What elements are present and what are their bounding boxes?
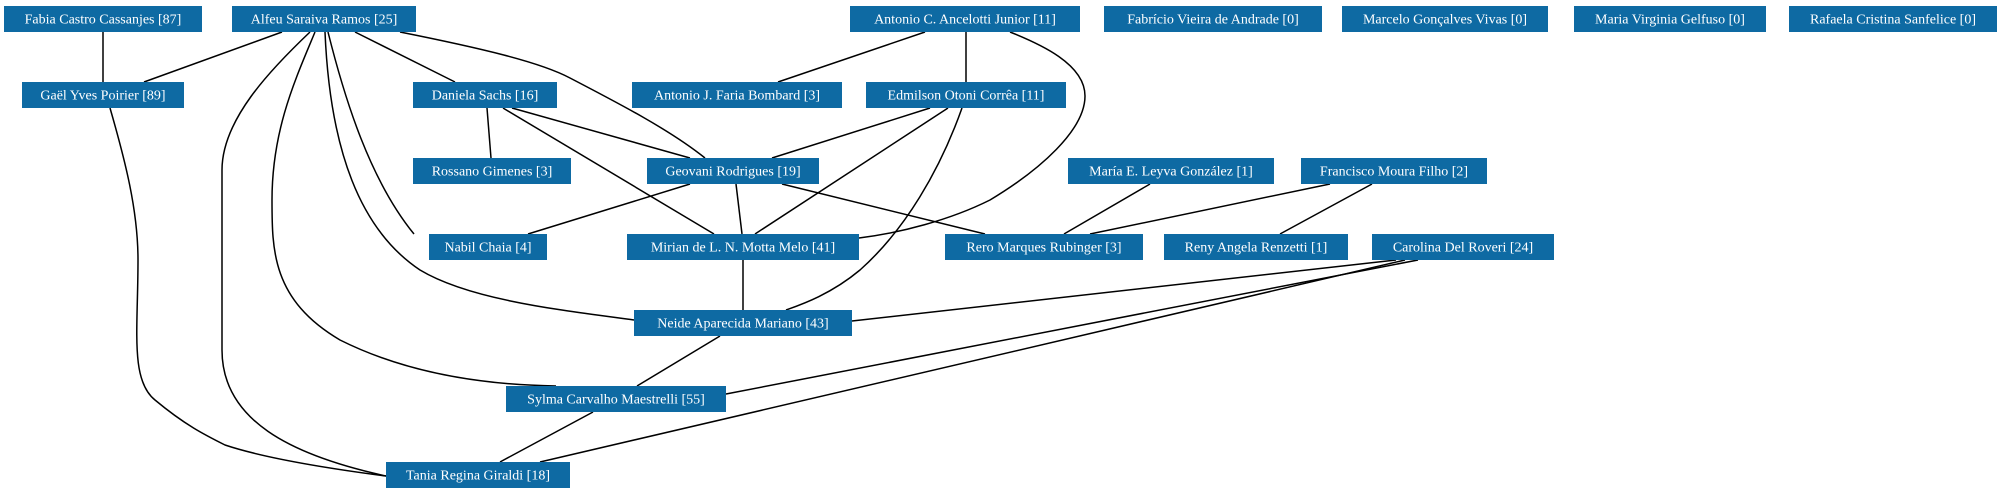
node-marcelo[interactable]: Marcelo Gonçalves Vivas [0]: [1342, 6, 1548, 32]
node-sylma[interactable]: Sylma Carvalho Maestrelli [55]: [506, 386, 726, 412]
node-ancelotti[interactable]: Antonio C. Ancelotti Junior [11]: [850, 6, 1080, 32]
node-label: Neide Aparecida Mariano [43]: [657, 317, 828, 332]
node-label: Francisco Moura Filho [2]: [1320, 165, 1468, 180]
node-carolina[interactable]: Carolina Del Roveri [24]: [1372, 234, 1554, 260]
node-mariae[interactable]: María E. Leyva González [1]: [1068, 158, 1274, 184]
edge-daniela-geovani: [511, 107, 691, 159]
node-box: [386, 462, 570, 488]
node-mirian[interactable]: Mirian de L. N. Motta Melo [41]: [627, 234, 859, 260]
node-box: [945, 234, 1143, 260]
node-box: [413, 158, 571, 184]
node-box: [1301, 158, 1487, 184]
node-tania[interactable]: Tania Regina Giraldi [18]: [386, 462, 570, 488]
node-box: [232, 6, 416, 32]
node-label: Daniela Sachs [16]: [432, 89, 539, 104]
node-box: [647, 158, 819, 184]
node-box: [1789, 6, 1997, 32]
edge-sylma-tania: [499, 411, 594, 463]
edge-edmilson-geovani: [771, 107, 931, 159]
node-edmilson[interactable]: Edmilson Otoni Corrêa [11]: [866, 82, 1066, 108]
node-box: [627, 234, 859, 260]
node-label: Mirian de L. N. Motta Melo [41]: [651, 241, 835, 256]
node-rero[interactable]: Rero Marques Rubinger [3]: [945, 234, 1143, 260]
edge-edmilson-neide: [785, 107, 963, 311]
edges-layer: [102, 31, 1419, 477]
node-geovani[interactable]: Geovani Rodrigues [19]: [647, 158, 819, 184]
node-box: [1068, 158, 1274, 184]
edge-neide-sylma: [636, 335, 721, 387]
node-box: [1342, 6, 1548, 32]
edge-alfeu-neide: [324, 31, 635, 321]
node-label: Edmilson Otoni Corrêa [11]: [888, 89, 1045, 104]
node-box: [506, 386, 726, 412]
node-box: [632, 82, 842, 108]
edge-ancelotti-mirian: [858, 31, 1086, 239]
node-box: [4, 6, 202, 32]
node-box: [413, 82, 557, 108]
node-label: María E. Leyva González [1]: [1089, 165, 1253, 180]
node-gael[interactable]: Gaël Yves Poirier [89]: [22, 82, 184, 108]
node-francisco[interactable]: Francisco Moura Filho [2]: [1301, 158, 1487, 184]
node-alfeu[interactable]: Alfeu Saraiva Ramos [25]: [232, 6, 416, 32]
node-box: [866, 82, 1066, 108]
edge-ancelotti-bombard: [777, 31, 926, 83]
node-label: Rero Marques Rubinger [3]: [966, 241, 1121, 256]
node-label: Marcelo Gonçalves Vivas [0]: [1363, 13, 1527, 28]
node-box: [634, 310, 852, 336]
edge-carolina-tania: [539, 259, 1406, 463]
node-box: [1104, 6, 1322, 32]
node-label: Antonio J. Faria Bombard [3]: [654, 89, 820, 104]
node-box: [1372, 234, 1554, 260]
edge-alfeu-tania: [221, 31, 387, 477]
node-label: Geovani Rodrigues [19]: [665, 165, 800, 180]
edge-francisco-rero: [1089, 183, 1331, 235]
node-daniela[interactable]: Daniela Sachs [16]: [413, 82, 557, 108]
node-label: Fabrício Vieira de Andrade [0]: [1127, 13, 1299, 28]
edge-daniela-rossano: [486, 107, 492, 159]
edge-edmilson-mirian: [754, 107, 949, 235]
edge-carolina-sylma: [725, 259, 1419, 395]
nodes-layer: Fabia Castro Cassanjes [87] Alfeu Saraiva…: [4, 6, 1997, 488]
node-label: Tania Regina Giraldi [18]: [406, 469, 550, 484]
node-reny[interactable]: Reny Angela Renzetti [1]: [1164, 234, 1348, 260]
edge-francisco-reny: [1279, 183, 1373, 235]
node-mariavirginia[interactable]: Maria Virginia Gelfuso [0]: [1574, 6, 1766, 32]
node-box: [22, 82, 184, 108]
edge-geovani-nabil: [527, 183, 691, 235]
node-box: [1164, 234, 1348, 260]
edge-mariae-rero: [1063, 183, 1151, 235]
edge-daniela-mirian: [502, 107, 715, 235]
node-bombard[interactable]: Antonio J. Faria Bombard [3]: [632, 82, 842, 108]
node-label: Sylma Carvalho Maestrelli [55]: [527, 393, 705, 408]
edge-alfeu-nabil: [327, 31, 415, 235]
node-fabricio[interactable]: Fabrício Vieira de Andrade [0]: [1104, 6, 1322, 32]
edge-geovani-rero: [781, 183, 986, 235]
node-label: Fabia Castro Cassanjes [87]: [25, 13, 182, 28]
edge-alfeu-daniela: [354, 31, 456, 83]
edge-alfeu-gael: [143, 31, 283, 83]
edge-geovani-mirian: [735, 183, 743, 235]
node-rafaela[interactable]: Rafaela Cristina Sanfelice [0]: [1789, 6, 1997, 32]
node-neide[interactable]: Neide Aparecida Mariano [43]: [634, 310, 852, 336]
node-label: Carolina Del Roveri [24]: [1393, 241, 1533, 256]
node-label: Rossano Gimenes [3]: [432, 165, 553, 180]
edge-alfeu-sylma: [271, 31, 557, 387]
node-fabia[interactable]: Fabia Castro Cassanjes [87]: [4, 6, 202, 32]
node-box: [1574, 6, 1766, 32]
node-label: Gaël Yves Poirier [89]: [40, 89, 165, 104]
edge-alfeu-geovani: [399, 31, 706, 159]
node-box: [429, 234, 547, 260]
node-label: Nabil Chaia [4]: [444, 241, 531, 256]
node-label: Reny Angela Renzetti [1]: [1185, 241, 1328, 256]
node-label: Antonio C. Ancelotti Junior [11]: [874, 13, 1056, 28]
node-label: Maria Virginia Gelfuso [0]: [1595, 13, 1745, 28]
node-rossano[interactable]: Rossano Gimenes [3]: [413, 158, 571, 184]
node-label: Alfeu Saraiva Ramos [25]: [251, 13, 398, 28]
node-nabil[interactable]: Nabil Chaia [4]: [429, 234, 547, 260]
node-label: Rafaela Cristina Sanfelice [0]: [1810, 13, 1976, 28]
edge-gael-tania: [109, 107, 387, 477]
node-box: [850, 6, 1080, 32]
edge-carolina-neide: [851, 259, 1397, 322]
